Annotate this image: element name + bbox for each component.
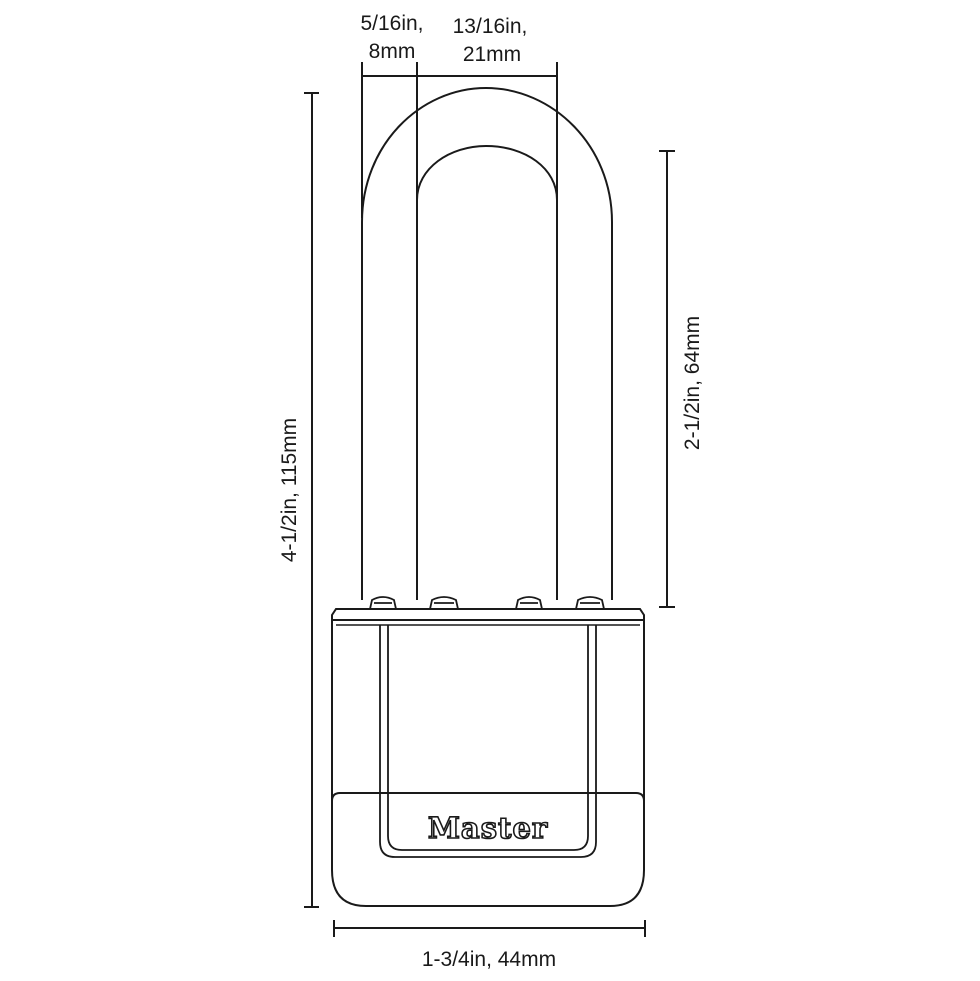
collar-left-outer	[368, 596, 398, 610]
dimension-shackle-width	[417, 62, 558, 218]
shackle-outer-edge	[361, 86, 613, 600]
dimension-shackle-width-label-1: 13/16in,	[453, 15, 528, 38]
body-channel-inner	[387, 625, 589, 851]
dimension-shackle-clearance	[659, 150, 675, 608]
collar-right-inner	[514, 596, 544, 610]
dimension-shackle-diameter	[361, 62, 418, 218]
brand-logo: Master	[428, 811, 548, 845]
lock-body	[331, 608, 645, 907]
lock-body-outline	[331, 620, 645, 907]
shackle-inner-edge	[416, 144, 558, 600]
dimension-overall-height	[304, 92, 319, 908]
lock-body-top-plate	[331, 608, 645, 621]
dimension-shackle-diameter-label-2: 8mm	[369, 40, 416, 63]
collar-left-inner	[428, 596, 460, 610]
dimension-body-width-label: 1-3/4in, 44mm	[422, 948, 556, 971]
dimension-shackle-clearance-label: 2-1/2in, 64mm	[681, 316, 704, 450]
dimension-overall-height-label: 4-1/2in, 115mm	[278, 418, 301, 562]
shackle-collars	[368, 596, 606, 610]
shackle	[361, 86, 613, 600]
dimension-shackle-diameter-label-1: 5/16in,	[360, 12, 423, 35]
dimension-body-width	[333, 920, 646, 937]
bumper-cover	[331, 792, 645, 802]
collar-right-outer	[574, 596, 606, 610]
body-channel-outer	[379, 625, 597, 858]
dimension-shackle-width-label-2: 21mm	[463, 43, 521, 66]
